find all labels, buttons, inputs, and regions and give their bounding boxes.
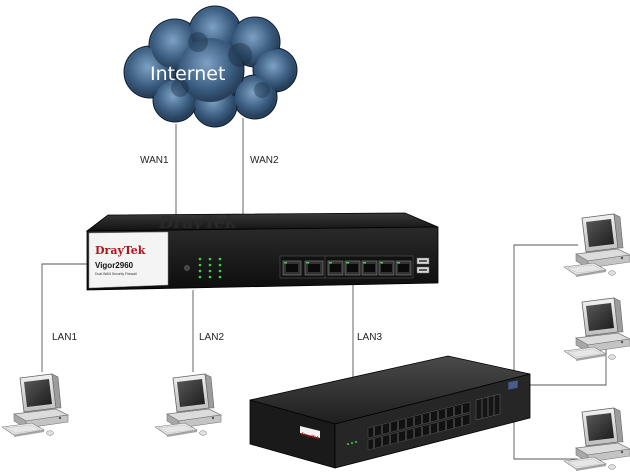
lan1-line: [41, 263, 87, 372]
pc-bottom-right: [563, 407, 630, 472]
switch-port-grid[interactable]: [367, 401, 471, 451]
pc-middle-right: [563, 297, 630, 362]
router-lan-ports[interactable]: [327, 260, 412, 276]
switch-sfp-ports[interactable]: [475, 393, 501, 421]
router-reset-button[interactable]: [184, 265, 190, 271]
router-status-leds: [198, 257, 222, 279]
switch-console-port[interactable]: [507, 379, 519, 391]
pc-top-right: [563, 213, 630, 278]
switch-to-pc-mid-line: [518, 343, 607, 386]
router-top-logo: DrayTek: [157, 213, 239, 233]
pc-lan2: [154, 373, 222, 438]
router-usb-ports[interactable]: [416, 257, 430, 274]
router-model: Vigor2960: [95, 261, 134, 270]
wan2-label: WAN2: [250, 155, 279, 166]
switch-to-pc-top-line: [496, 244, 578, 381]
router-wan-ports[interactable]: [282, 260, 324, 276]
wan1-label: WAN1: [140, 155, 169, 166]
router-front-logo: DrayTek: [95, 244, 146, 257]
switch-device: DrayTek: [249, 355, 531, 469]
pc-lan1: [1, 373, 69, 438]
internet-label: Internet: [150, 63, 225, 85]
router-subtitle: Dual-WAN Security Firewall: [95, 272, 137, 276]
switch-brand: DrayTek: [301, 431, 320, 440]
internet-cloud: Internet: [123, 5, 298, 128]
lan2-label: LAN2: [199, 332, 224, 343]
switch-status-leds: [347, 441, 357, 445]
lan1-label: LAN1: [52, 332, 77, 343]
router-device: DrayTek DrayTek Vigor2960 Dual-WAN Secur…: [85, 212, 439, 291]
lan3-label: LAN3: [357, 332, 382, 343]
